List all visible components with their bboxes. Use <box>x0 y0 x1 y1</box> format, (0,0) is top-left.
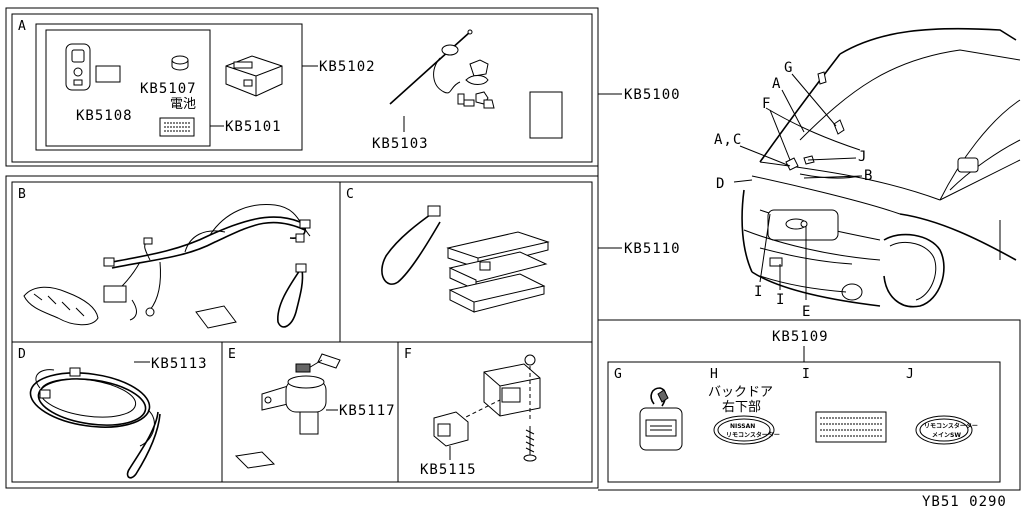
section-label-j: J <box>906 367 914 382</box>
part-label-kb5108: KB5108 <box>76 108 133 124</box>
decal-h-text-line2: 右下部 <box>722 400 761 415</box>
section-label-g: G <box>614 367 622 382</box>
decal-j-text-line2: メインSW <box>932 432 961 439</box>
kit-kb5109-box: KB5109 <box>597 166 1021 491</box>
remote-key-fob <box>65 43 121 91</box>
part-label-kb5115: KB5115 <box>420 462 477 478</box>
section-label-b: B <box>18 187 26 202</box>
decal-i <box>815 411 887 443</box>
kit-kb5110-box: KB5110 <box>5 175 681 489</box>
kit-label-kb5110: KB5110 <box>624 241 681 257</box>
section-label-f: F <box>404 347 412 362</box>
actuator-switch <box>234 353 341 469</box>
label-sheet <box>159 117 195 137</box>
decal-h-text-line1: バックドア <box>708 385 773 400</box>
callout-b: B <box>864 168 873 184</box>
diagram-code: YB51 0290 <box>922 494 1007 510</box>
kb5108-frame <box>45 29 211 147</box>
switch-and-bracket <box>433 354 541 462</box>
callout-g: G <box>784 60 793 76</box>
kit-label-kb5109: KB5109 <box>772 329 829 345</box>
section-label-a: A <box>18 19 26 34</box>
part-label-kb5103: KB5103 <box>372 136 429 152</box>
section-label-c: C <box>346 187 354 202</box>
decal-h-nissan: NISSAN <box>730 423 755 430</box>
callout-d: D <box>716 176 725 192</box>
section-label-i: I <box>802 367 810 382</box>
decal-j <box>915 415 973 445</box>
part-label-kb5107: KB5107 <box>140 81 197 97</box>
section-label-h: H <box>710 367 718 382</box>
callout-ac: A,C <box>714 132 742 148</box>
callout-i-right: I <box>776 292 785 308</box>
part-label-kb5117: KB5117 <box>339 403 396 419</box>
decal-h <box>713 415 775 445</box>
control-unit <box>225 55 283 97</box>
decal-g <box>639 387 683 451</box>
section-label-e: E <box>228 347 236 362</box>
callout-a: A <box>772 76 781 92</box>
callout-leaders <box>733 73 863 300</box>
coin-battery <box>171 55 189 71</box>
callout-e: E <box>802 304 811 320</box>
callout-f: F <box>762 96 771 112</box>
main-wire-harness <box>23 203 311 329</box>
battery-label: 電池 <box>170 97 196 112</box>
part-label-kb5102: KB5102 <box>319 59 376 75</box>
kb5102-frame <box>35 23 303 151</box>
decal-j-text-line1: リモコンスターター <box>924 422 978 430</box>
callout-j: J <box>858 149 867 165</box>
antenna-harness <box>389 29 563 139</box>
kit-label-kb5100: KB5100 <box>624 87 681 103</box>
part-label-kb5101: KB5101 <box>225 119 282 135</box>
vehicle-illustration <box>741 27 1021 308</box>
part-label-kb5113: KB5113 <box>151 356 208 372</box>
section-label-d: D <box>18 347 26 362</box>
coiled-harness <box>29 367 161 479</box>
cable-tie-and-pads <box>381 205 550 313</box>
decal-h-subtext: リモコンスターター <box>726 431 780 439</box>
callout-i-left: I <box>754 284 763 300</box>
kit-kb5100-box: KB5100 <box>5 7 681 167</box>
